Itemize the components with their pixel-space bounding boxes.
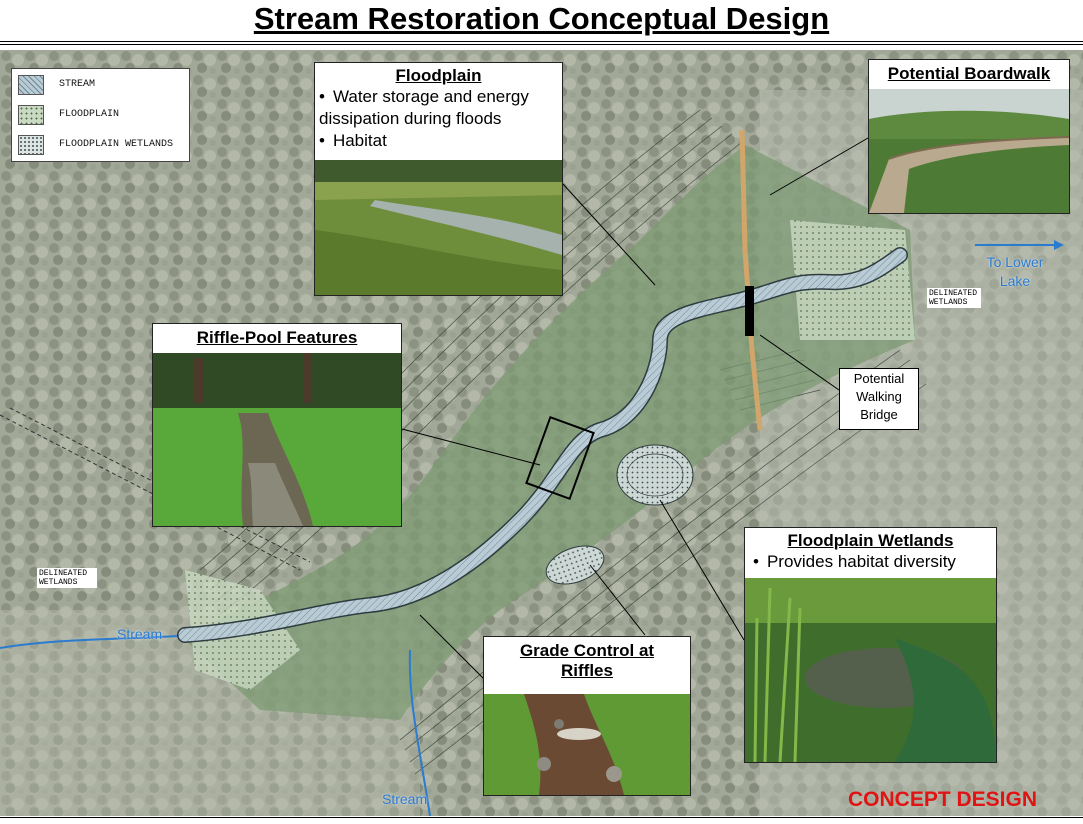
floodplain-photo	[315, 160, 562, 295]
floodplain-wetlands-photo	[745, 578, 996, 762]
bottom-rule	[0, 817, 1083, 818]
lower-lake-arrow	[975, 240, 1064, 250]
walking-bridge-callout: Potential Walking Bridge	[839, 368, 919, 430]
grade-control-panel-title: Grade Control at Riffles	[519, 641, 655, 680]
stream-label-south: Stream	[382, 791, 428, 807]
walking-bridge-label: Potential Walking Bridge	[853, 371, 905, 422]
title-rule	[0, 41, 1083, 42]
riffle-pool-panel-title: Riffle-Pool Features	[196, 328, 358, 347]
floodplain-wetlands-panel-title: Floodplain Wetlands	[787, 531, 954, 550]
floodplain-wetlands-bullets: Provides habitat diversity	[745, 551, 996, 573]
grade-control-panel: Grade Control at Riffles	[483, 636, 691, 796]
boardwalk-photo	[869, 89, 1069, 213]
title-rule-bottom	[0, 44, 1083, 45]
walking-bridge-mark	[745, 286, 754, 336]
floodplain-area	[185, 145, 915, 720]
leader-lines	[401, 137, 869, 681]
page-title: Stream Restoration Conceptual Design	[253, 1, 830, 36]
stream-line-west	[0, 634, 196, 649]
legend-swatch-stream	[18, 75, 44, 95]
riffle-pool-marker	[525, 415, 595, 501]
floodplain-wetlands-panel: Floodplain Wetlands Provides habitat div…	[744, 527, 997, 763]
boardwalk-panel: Potential Boardwalk	[868, 59, 1070, 214]
legend-label: FLOODPLAIN	[59, 109, 120, 120]
legend-swatch-wetlands	[18, 135, 44, 155]
legend-label: STREAM	[59, 79, 96, 90]
delineated-wetlands-east-tag: DELINEATED WETLANDS	[927, 288, 981, 308]
riffle-pool-photo	[153, 353, 401, 526]
legend-item-wetlands: FLOODPLAIN WETLANDS	[18, 133, 186, 157]
boardwalk-panel-title: Potential Boardwalk	[887, 64, 1051, 83]
stream-line-south	[408, 649, 431, 816]
floodplain-bullet: Habitat	[319, 130, 562, 152]
legend-item-floodplain: FLOODPLAIN	[18, 103, 186, 127]
legend-label: FLOODPLAIN WETLANDS	[59, 139, 174, 150]
grade-control-photo	[484, 694, 690, 795]
delineated-wetlands-west-tag: DELINEATED WETLANDS	[37, 568, 97, 588]
stream-label-west: Stream	[117, 626, 163, 642]
floodplain-wetlands-bullet: Provides habitat diversity	[753, 551, 996, 573]
legend-item-stream: STREAM	[18, 73, 186, 97]
map-legend: STREAM FLOODPLAIN FLOODPLAIN WETLANDS	[11, 68, 190, 162]
floodplain-panel-title: Floodplain	[395, 66, 482, 85]
concept-design-stamp: CONCEPT DESIGN	[848, 788, 1038, 811]
floodplain-bullets: Water storage and energy dissipation dur…	[315, 86, 562, 152]
floodplain-panel: Floodplain Water storage and energy diss…	[314, 62, 563, 296]
riffle-pool-panel: Riffle-Pool Features	[152, 323, 402, 527]
lower-lake-label: To Lower Lake	[986, 254, 1044, 289]
legend-swatch-floodplain	[18, 105, 44, 125]
floodplain-bullet: Water storage and energy dissipation dur…	[319, 86, 562, 130]
wetland-pond-lower	[545, 545, 605, 585]
